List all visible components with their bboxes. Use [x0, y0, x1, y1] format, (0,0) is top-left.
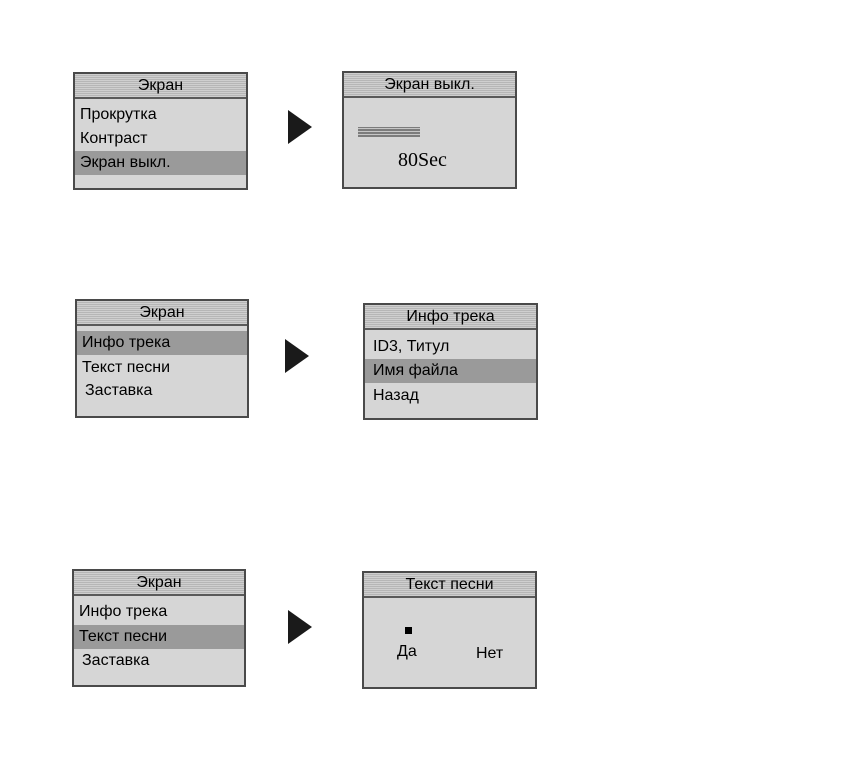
option-no[interactable]: Нет: [476, 645, 503, 663]
screen-menu-row1: Экран Прокрутка Контраст Экран выкл.: [73, 72, 248, 190]
menu-item-contrast[interactable]: Контраст: [75, 127, 246, 151]
lyrics-title: Текст песни: [364, 573, 535, 598]
play-arrow-icon: [288, 610, 312, 644]
menu-item-screensaver[interactable]: Заставка: [74, 649, 244, 673]
menu-item-screensaver[interactable]: Заставка: [77, 379, 247, 403]
play-arrow-icon: [288, 110, 312, 144]
menu-title: Экран: [77, 301, 247, 326]
timeout-value: 80Sec: [398, 149, 447, 172]
menu-item-lyrics[interactable]: Текст песни: [74, 625, 244, 649]
track-info-title: Инфо трека: [365, 305, 536, 330]
menu-title: Экран: [74, 571, 244, 596]
selection-dot-icon: [405, 627, 412, 634]
menu-item-track-info[interactable]: Инфо трека: [74, 600, 244, 624]
play-arrow-icon: [285, 339, 309, 373]
menu-item-screen-off[interactable]: Экран выкл.: [75, 151, 246, 175]
timeout-level-bar[interactable]: [358, 127, 420, 137]
menu-title: Экран: [75, 74, 246, 99]
option-back[interactable]: Назад: [365, 384, 536, 408]
option-id3-title[interactable]: ID3, Титул: [365, 335, 536, 359]
menu-item-lyrics[interactable]: Текст песни: [77, 356, 247, 380]
screen-menu-row2: Экран Инфо трека Текст песни Заставка: [75, 299, 249, 418]
option-yes[interactable]: Да: [397, 643, 417, 661]
option-file-name[interactable]: Имя файла: [365, 359, 536, 383]
screen-lyrics: Текст песни Да Нет: [362, 571, 537, 689]
screen-track-info: Инфо трека ID3, Титул Имя файла Назад: [363, 303, 538, 420]
screen-off-title: Экран выкл.: [344, 73, 515, 98]
menu-item-track-info[interactable]: Инфо трека: [77, 331, 247, 355]
screen-menu-row3: Экран Инфо трека Текст песни Заставка: [72, 569, 246, 687]
menu-item-scroll[interactable]: Прокрутка: [75, 103, 246, 127]
screen-screen-off: Экран выкл. 80Sec: [342, 71, 517, 189]
